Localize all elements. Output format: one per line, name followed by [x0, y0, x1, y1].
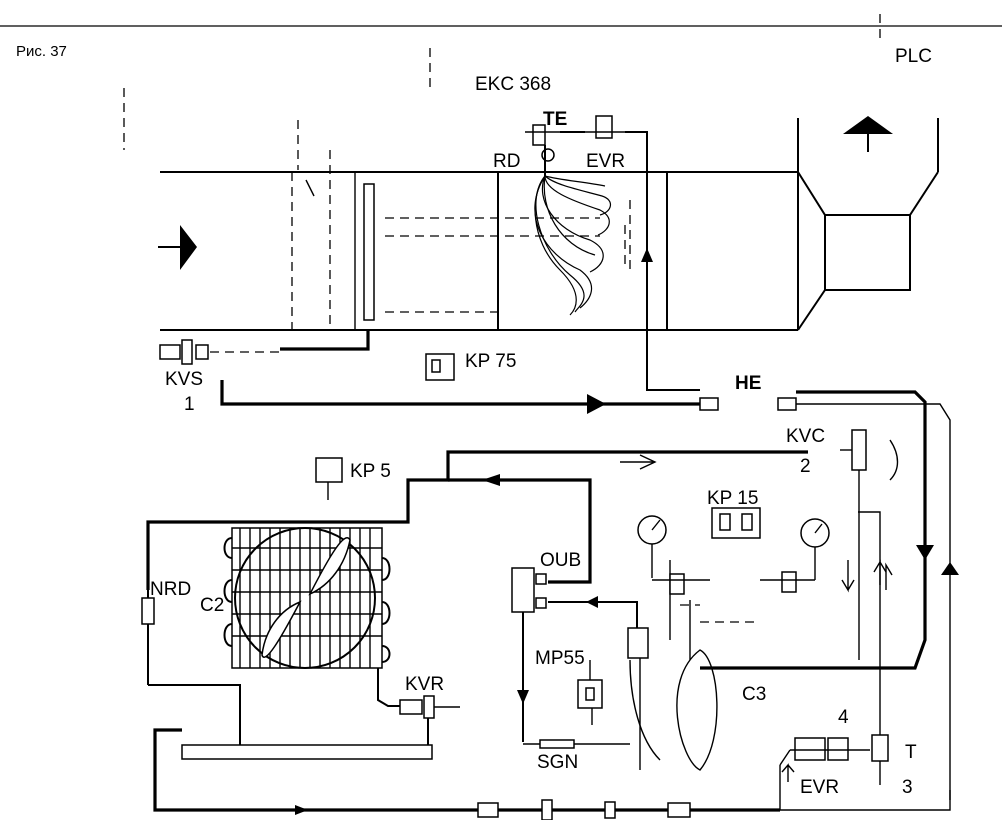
- label-oub: OUB: [540, 550, 581, 571]
- label-plc: PLC: [895, 46, 932, 67]
- air-duct: [160, 118, 939, 331]
- label-num4: 4: [838, 707, 849, 728]
- expansion-valve-te: [525, 124, 560, 176]
- label-sgn: SGN: [537, 752, 578, 773]
- evaporator-distributor: [534, 175, 611, 316]
- figure-label: Рис. 37: [16, 43, 67, 60]
- label-kp75: KP 75: [465, 351, 516, 372]
- label-c3: C3: [742, 684, 766, 705]
- pressure-gauge-left: [637, 515, 710, 595]
- heat-exchanger-he: [699, 390, 951, 800]
- air-outlet-arrow: [843, 116, 893, 134]
- condenser-c2: [223, 527, 391, 669]
- nrd-valve: [141, 597, 155, 625]
- pressure-gauge-right: [760, 518, 830, 593]
- label-kvr: KVR: [405, 674, 444, 695]
- label-num1: 1: [184, 394, 195, 415]
- compressor-c3: [627, 560, 760, 771]
- bottom-line-components: [477, 799, 691, 820]
- label-kp15: KP 15: [707, 488, 758, 509]
- label-num3: 3: [902, 777, 913, 798]
- oil-separator-oub: [511, 567, 638, 742]
- label-mp55: MP55: [535, 648, 585, 669]
- expansion-valve-t: [858, 511, 889, 785]
- label-evr-top: EVR: [586, 151, 625, 172]
- sight-glass-sgn: [523, 739, 630, 749]
- label-evr-bottom: EVR: [800, 777, 839, 798]
- discharge-line: [146, 450, 808, 590]
- kp15-pressure-switch: [711, 507, 761, 539]
- label-kvc: KVC: [786, 426, 825, 447]
- label-ekc: EKC 368: [475, 74, 551, 95]
- kvs-valve: [159, 330, 370, 365]
- label-kvs: KVS: [165, 369, 203, 390]
- label-rd: RD: [493, 151, 520, 172]
- flow-arrows: [781, 559, 893, 782]
- kvr-valve: [377, 668, 460, 745]
- label-te-top: TE: [543, 109, 567, 130]
- air-inlet-arrow: [158, 225, 197, 270]
- duct-heater: [363, 183, 375, 321]
- label-num2: 2: [800, 456, 811, 477]
- suction-line-1: [220, 380, 700, 406]
- control-lines: [123, 14, 881, 170]
- kvc-valve: [840, 429, 867, 660]
- kp5-pressure-switch: [315, 457, 343, 483]
- label-nrd: NRD: [150, 579, 191, 600]
- receiver-tank: [181, 744, 433, 760]
- solenoid-valve-evr-bottom: [779, 737, 870, 766]
- label-t-bottom: T: [905, 742, 917, 763]
- label-he: HE: [735, 373, 761, 394]
- label-kp5: KP 5: [350, 461, 391, 482]
- label-c2: C2: [200, 595, 224, 616]
- liquid-line: [153, 728, 780, 812]
- mp55-oil-switch: [577, 660, 603, 725]
